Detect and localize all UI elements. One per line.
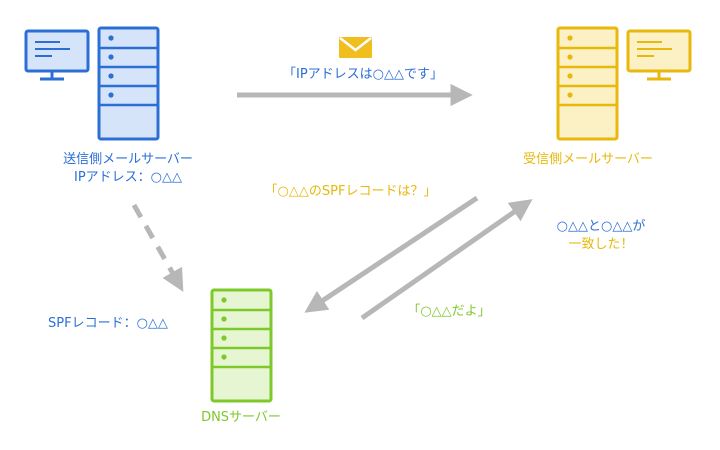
sender-ip-label: IPアドレス：○△△ (73, 170, 182, 185)
receiver-name-label: 受信側メールサーバー (523, 152, 653, 167)
result-line-1: ○△△と○△△が (556, 219, 646, 234)
mail-claim-message: 「IPアドレスは○△△です」 (282, 67, 443, 82)
envelope-icon (339, 37, 372, 58)
dns-spf-record-label: SPFレコード：○△△ (48, 316, 168, 331)
query-arrow (304, 195, 479, 313)
spf-answer-message: 「○△△だよ」 (407, 304, 491, 319)
dns-server-icon (210, 288, 273, 403)
answer-arrow (360, 199, 533, 321)
spf-lookup-arrow (131, 203, 184, 292)
receiver-monitor-icon (626, 29, 692, 81)
spf-query-message: 「○△△のSPFレコードは？」 (264, 184, 437, 199)
sender-monitor-icon (24, 29, 90, 81)
dns-name-label: DNSサーバー (201, 410, 281, 425)
result-line-2: 一致した！ (568, 237, 634, 252)
sender-name-label: 送信側メールサーバー (63, 152, 193, 167)
receiver-server-icon (556, 26, 619, 141)
sender-server-icon (97, 26, 160, 141)
